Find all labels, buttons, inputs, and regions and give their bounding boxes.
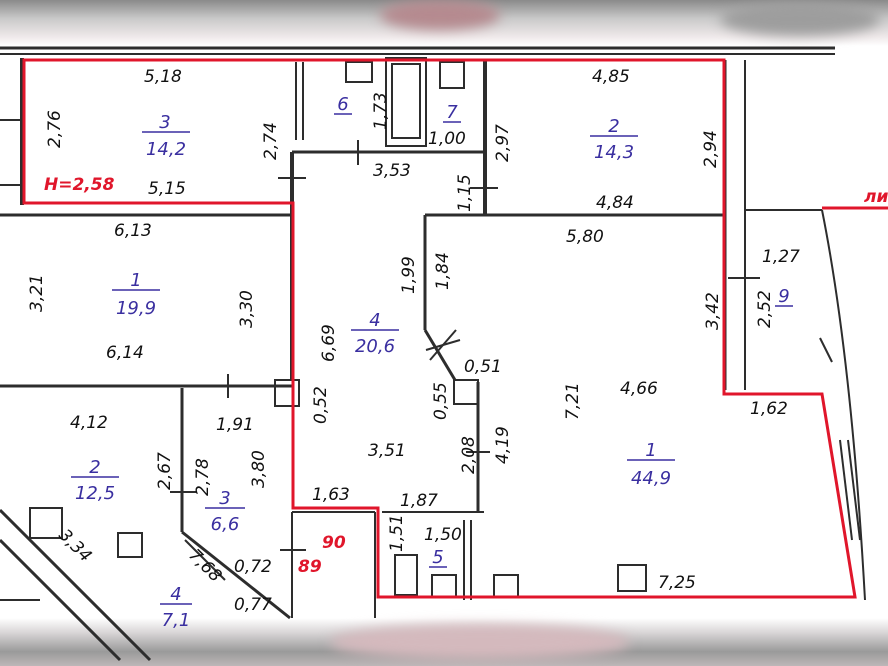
walls (0, 46, 866, 662)
apartment-boundary (22, 58, 857, 599)
dimension-label: 5,18 (144, 67, 182, 87)
dimension-label: 0,72 (234, 557, 272, 577)
dimension-label: 4,84 (596, 193, 634, 213)
room-number-label: 6 (337, 94, 348, 115)
dimension-labels: 5,18 2,76 2,74 5,15 1,73 1,00 3,53 2,97 … (27, 67, 800, 615)
dimension-label: 4,19 (493, 426, 513, 464)
dimension-label: 2,78 (193, 458, 213, 496)
dimension-label: 2,94 (701, 130, 721, 168)
room-area-label: 14,2 (146, 139, 186, 160)
photo-blob (720, 2, 880, 36)
room-area-label: 44,9 (631, 468, 671, 489)
dimension-label: 7,25 (658, 573, 696, 593)
dimension-label: 3,34 (54, 525, 95, 566)
edge-marker-label: ли (864, 187, 888, 207)
room-area-label: 20,6 (355, 336, 395, 357)
dimension-label: 1,91 (216, 415, 254, 435)
dimension-label: 1,63 (312, 485, 350, 505)
dimension-label: 0,55 (431, 382, 451, 420)
dimension-label: 7,68 (184, 545, 225, 586)
dimension-label: 2,52 (755, 290, 775, 328)
dimension-label: 1,99 (399, 256, 419, 294)
room-number-label: 9 (778, 286, 789, 307)
dimension-label: 3,30 (237, 290, 257, 328)
dimension-label: 3,53 (373, 161, 411, 181)
dimension-label: 2,74 (261, 122, 281, 160)
room-number-label: 5 (432, 547, 443, 568)
room-number-label: 1 (645, 440, 656, 461)
room-number-label: 4 (170, 584, 181, 605)
dimension-label: 6,14 (106, 343, 144, 363)
dimension-label: 0,51 (464, 357, 502, 377)
room-number-label: 3 (219, 488, 230, 509)
room-number-label: 7 (446, 102, 458, 123)
photo-blob (330, 624, 630, 660)
photo-blob (380, 0, 500, 30)
dimension-label: 1,62 (750, 399, 788, 419)
dimension-label: 1,00 (428, 129, 466, 149)
dimension-label: 1,50 (424, 525, 462, 545)
dimension-label: 1,15 (455, 174, 475, 212)
room-area-label: 14,3 (594, 142, 634, 163)
room-area-label: 19,9 (116, 298, 156, 319)
door-number-label: 90 (322, 533, 346, 553)
room-area-label: 7,1 (162, 610, 191, 631)
room-number-label: 1 (130, 270, 141, 291)
dimension-label: 6,13 (114, 221, 152, 241)
room-number-label: 2 (608, 116, 619, 137)
room-number-label: 4 (369, 310, 380, 331)
door-number-label: 89 (298, 557, 322, 577)
dimension-label: 2,76 (45, 110, 65, 148)
dimension-label: 4,12 (70, 413, 108, 433)
dimension-label: 2,08 (459, 436, 479, 474)
dimension-label: 5,80 (566, 227, 604, 247)
dimension-label: 4,66 (620, 379, 658, 399)
dimension-label: 3,21 (27, 274, 47, 312)
ceiling-height-label: H=2,58 (44, 175, 115, 195)
dimension-label: 6,69 (319, 324, 339, 362)
dimension-label: 2,97 (493, 124, 513, 162)
room-number-label: 2 (89, 457, 100, 478)
dimension-label: 3,42 (703, 292, 723, 330)
room-area-label: 6,6 (211, 514, 240, 535)
dimension-label: 4,85 (592, 67, 630, 87)
dimension-label: 3,80 (249, 450, 269, 488)
dimension-label: 3,51 (368, 441, 406, 461)
dimension-label: 1,27 (762, 247, 800, 267)
room-number-label: 3 (159, 112, 170, 133)
dimension-label: 1,51 (387, 514, 407, 552)
dimension-label: 7,21 (563, 382, 583, 420)
dimension-label: 1,87 (400, 491, 438, 511)
dimension-label: 1,84 (433, 252, 453, 290)
dimension-label: 5,15 (148, 179, 186, 199)
dimension-label: 0,52 (311, 386, 331, 424)
dimension-label: 1,73 (371, 92, 391, 130)
dimension-label: 2,67 (155, 452, 175, 490)
room-labels: 3 14,2 6 7 2 14,3 1 19,9 4 20,6 1 44,9 9… (71, 94, 793, 631)
room-area-label: 12,5 (75, 483, 115, 504)
dimension-label: 0,77 (234, 595, 272, 615)
